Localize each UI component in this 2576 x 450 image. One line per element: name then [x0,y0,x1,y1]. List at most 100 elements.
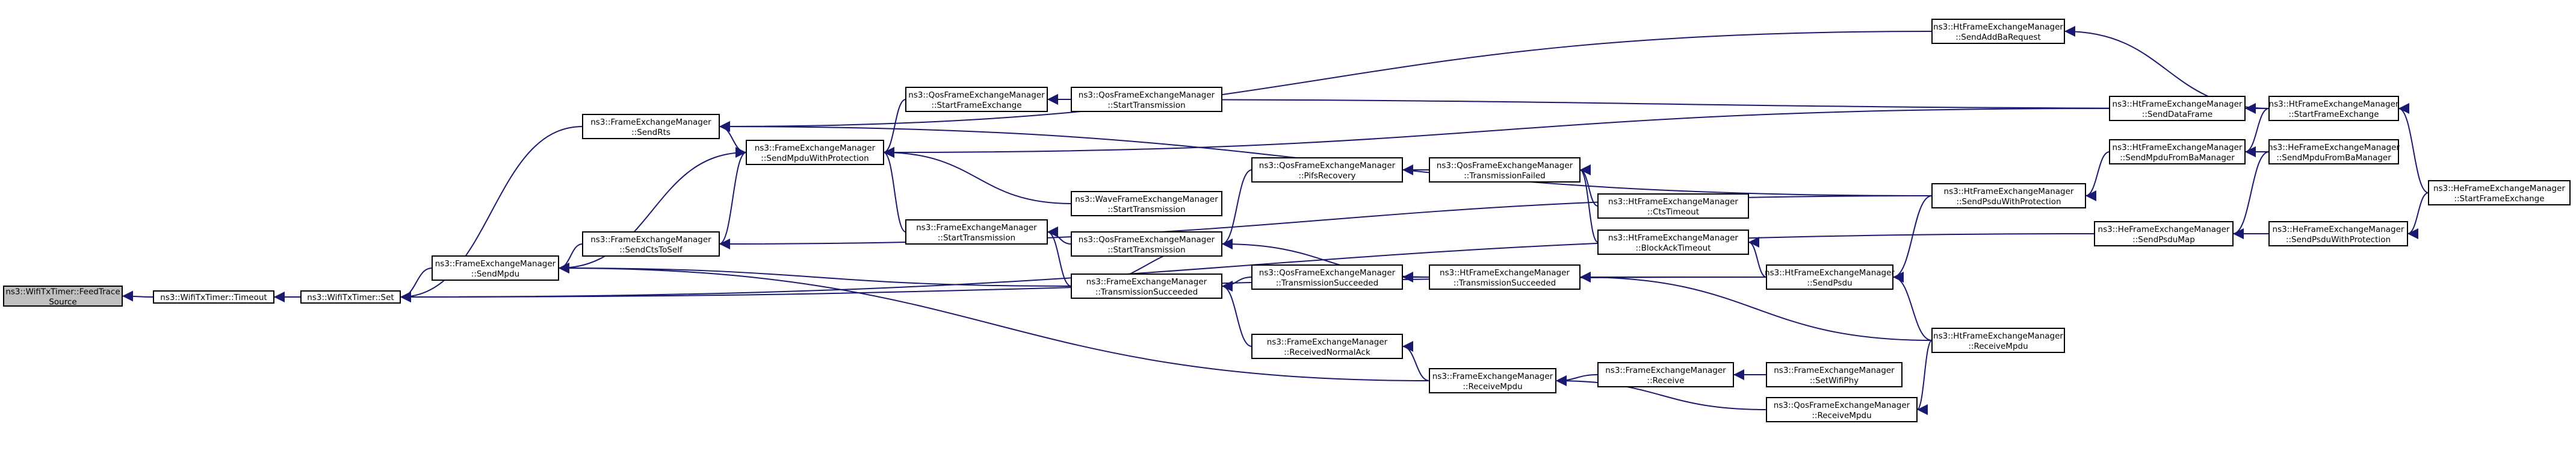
node-label-line1: ns3::QosFrameExchangeManager [1437,161,1573,170]
node-box [1429,368,1556,393]
node-n3[interactable]: ns3::FrameExchangeManager::SendRts [582,114,720,139]
node-box [1429,157,1581,183]
node-label-line1: ns3::HtFrameExchangeManager [1933,22,2063,32]
node-label-line2: Source [49,298,76,307]
call-edge-n29-n25 [2085,151,2110,201]
node-n11[interactable]: ns3::QosFrameExchangeManager::PifsRecove… [1251,157,1403,183]
node-label-line2: ::PifsRecovery [1298,171,1355,181]
call-edge-n17-n15 [1579,164,1599,243]
node-label-line1: ns3::HeFrameExchangeManager [2268,143,2400,152]
node-box [1931,19,2065,44]
node-n31[interactable]: ns3::HtFrameExchangeManager::StartFrameE… [2268,96,2399,121]
node-n23[interactable]: ns3::QosFrameExchangeManager::ReceiveMpd… [1766,397,1918,422]
node-label-line1: ns3::FrameExchangeManager [590,235,711,245]
node-n22[interactable]: ns3::FrameExchangeManager::SetWifiPhy [1766,362,1903,387]
node-box [1251,264,1403,290]
call-edge-n26-n17 [1748,237,1767,278]
node-n17[interactable]: ns3::HtFrameExchangeManager::BlockAckTim… [1597,230,1749,255]
node-label-line2: ::SendAddBaRequest [1955,33,2041,42]
node-n24[interactable]: ns3::HtFrameExchangeManager::SendAddBaRe… [1931,19,2065,44]
node-label-line2: ::SetWifiPhy [1810,376,1859,386]
node-box [2268,96,2399,121]
call-edge-n28-n6 [883,108,2110,158]
node-n27[interactable]: ns3::HtFrameExchangeManager::ReceiveMpdu [1931,328,2065,353]
node-label-line1: ns3::HtFrameExchangeManager [2269,99,2399,109]
node-label-line2: ::StartTransmission [1107,245,1185,255]
node-box [1429,264,1581,290]
call-edge-n31-n7 [1047,94,2270,109]
call-edge-n19-n13 [1221,281,1252,347]
node-box [1071,191,1222,216]
call-edge-n34-n31 [2398,103,2429,193]
node-box [1251,334,1403,359]
node-box [1931,328,2065,353]
node-n30[interactable]: ns3::HeFrameExchangeManager::SendPsduMap [2094,221,2234,246]
call-edge-n7-n6 [883,99,906,158]
call-edge-n5-n4 [558,243,583,273]
node-label-line2: ::SendPsduMap [2132,235,2195,245]
node-label-line1: ns3::HtFrameExchangeManager [2113,99,2243,109]
node-label-line2: ::StartTransmission [1107,205,1185,214]
node-n20[interactable]: ns3::FrameExchangeManager::ReceiveMpdu [1429,368,1556,393]
call-edge-n30-n2 [400,233,2095,302]
node-n28[interactable]: ns3::HtFrameExchangeManager::SendDataFra… [2109,96,2246,121]
node-n2[interactable]: ns3::WifiTxTimer::Set [300,290,401,304]
node-n8[interactable]: ns3::QosFrameExchangeManager::StartTrans… [1071,87,1222,112]
node-n6[interactable]: ns3::FrameExchangeManager::SendMpduWithP… [746,140,884,165]
edges-layer [122,26,2429,415]
node-box [1766,397,1918,422]
node-n26[interactable]: ns3::HtFrameExchangeManager::SendPsdu [1765,264,1895,290]
node-box [300,290,401,304]
node-label-line2: ::SendMpdu [471,269,519,279]
call-edge-n13-n9 [1047,227,1072,287]
node-n32[interactable]: ns3::HeFrameExchangeManager::SendMpduFro… [2268,139,2400,164]
node-box [2268,221,2408,246]
node-box [1251,157,1403,183]
node-box [2094,221,2234,246]
node-box [1071,273,1222,299]
node-n25[interactable]: ns3::HtFrameExchangeManager::SendPsduWit… [1931,183,2086,208]
node-label-line2: ::ReceivedNormalAck [1284,348,1370,357]
node-n1[interactable]: ns3::WifiTxTimer::Timeout [153,290,274,304]
node-n15[interactable]: ns3::QosFrameExchangeManager::Transmissi… [1429,157,1581,183]
call-edge-n6-n4 [558,152,747,273]
node-label-line2: ::SendDataFrame [2142,110,2212,119]
call-edge-n10-n6 [883,147,1072,204]
call-edge-n11-n12 [1221,169,1252,249]
node-n34[interactable]: ns3::HeFrameExchangeManager::StartFrameE… [2428,180,2571,205]
node-n21[interactable]: ns3::FrameExchangeManager::Receive [1597,362,1734,387]
node-n13[interactable]: ns3::FrameExchangeManager::TransmissionS… [1071,273,1222,299]
node-label-line1: ns3::HtFrameExchangeManager [1608,197,1738,207]
call-edge-n27-n23 [1916,340,1933,415]
node-box [2109,139,2246,164]
call-edge-n27-n18 [1579,272,1933,341]
node-label-line2: ::SendPsduWithProtection [2286,235,2391,245]
call-edge-n31-n29 [2244,108,2270,157]
node-box [1931,183,2086,208]
call-edge-n32-n30 [2232,151,2270,239]
node-box [1071,87,1222,112]
node-n18[interactable]: ns3::HtFrameExchangeManager::Transmissio… [1429,264,1581,290]
node-box [1766,264,1893,290]
node-label-line2: ::BlockAckTimeout [1636,243,1711,253]
node-n19[interactable]: ns3::FrameExchangeManager::ReceivedNorma… [1251,334,1403,359]
node-n29[interactable]: ns3::HtFrameExchangeManager::SendMpduFro… [2109,139,2246,164]
node-label-line2: ::StartTransmission [1107,101,1185,110]
node-n5[interactable]: ns3::FrameExchangeManager::SendCtsToSelf [582,231,720,257]
node-n16[interactable]: ns3::HtFrameExchangeManager::CtsTimeout [1597,193,1749,219]
node-n14[interactable]: ns3::QosFrameExchangeManager::Transmissi… [1251,264,1403,290]
node-box [153,290,274,304]
node-label-line1: ns3::HtFrameExchangeManager [1933,331,2063,341]
node-n4[interactable]: ns3::FrameExchangeManager::SendMpdu [432,255,559,281]
node-box [1597,193,1749,219]
node-label-line1: ns3::QosFrameExchangeManager [1079,235,1215,245]
call-edge-n13-n4 [558,263,1072,287]
node-n10[interactable]: ns3::WaveFrameExchangeManager::StartTran… [1071,191,1222,216]
node-n33[interactable]: ns3::HeFrameExchangeManager::SendPsduWit… [2268,221,2408,246]
node-n12[interactable]: ns3::QosFrameExchangeManager::StartTrans… [1071,231,1222,257]
node-n7[interactable]: ns3::QosFrameExchangeManager::StartFrame… [905,87,1048,112]
node-n9[interactable]: ns3::FrameExchangeManager::StartTransmis… [905,219,1048,245]
node-label-line1: ns3::HtFrameExchangeManager [1765,268,1895,278]
call-edge-n4-n2 [400,267,433,302]
